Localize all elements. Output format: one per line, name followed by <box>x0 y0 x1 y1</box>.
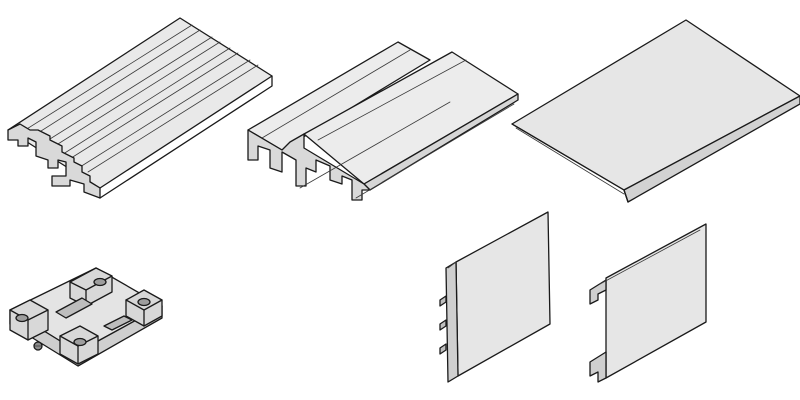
track-grooves <box>21 24 259 173</box>
fascia-right-top-flange <box>589 279 607 305</box>
track-end-face <box>7 123 101 199</box>
clip-right-block <box>125 289 163 327</box>
clip-hole-2 <box>137 297 151 307</box>
double-track-profile <box>7 17 273 199</box>
channel-end-face <box>247 129 371 201</box>
twin-channel-profile <box>247 41 519 201</box>
clip-hole-3 <box>15 313 29 323</box>
end-clip-connector <box>9 267 163 367</box>
fascia-left-edge <box>445 261 459 383</box>
fascia-panel-right <box>589 223 707 383</box>
strip-lip <box>511 95 800 203</box>
clip-slot-1 <box>55 297 93 319</box>
track-bottom-edge <box>99 75 273 199</box>
fascia-right-bottom-flange <box>589 351 607 383</box>
fascia-left-face <box>455 211 551 377</box>
fascia-left-steps <box>439 295 447 355</box>
cover-strip <box>511 19 800 203</box>
fascia-panel-left <box>439 211 551 383</box>
clip-hole-1 <box>93 277 107 287</box>
clip-hole-4 <box>73 337 87 347</box>
fascia-right-face <box>605 223 707 379</box>
strip-top-face <box>511 19 800 191</box>
clip-slot-2 <box>103 315 133 331</box>
